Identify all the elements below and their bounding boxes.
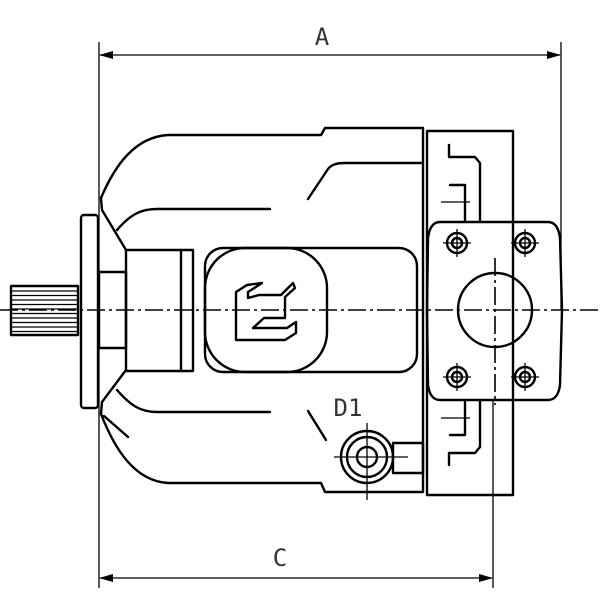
port-plate xyxy=(425,129,564,497)
dimension-a-label: A xyxy=(315,23,330,51)
bolt-icon xyxy=(443,363,471,391)
bolt-icon xyxy=(443,229,471,257)
bolt-icon xyxy=(511,229,539,257)
dimension-c: C xyxy=(99,544,493,582)
extension-lines xyxy=(98,42,562,588)
mounting-flange xyxy=(79,213,100,410)
dimension-a: A xyxy=(99,23,561,59)
logo-mark xyxy=(234,281,298,342)
bolt-icon xyxy=(511,363,539,391)
port-d1: D1 xyxy=(334,394,425,500)
port-d1-label: D1 xyxy=(334,394,363,422)
dimension-c-label: C xyxy=(273,544,287,572)
